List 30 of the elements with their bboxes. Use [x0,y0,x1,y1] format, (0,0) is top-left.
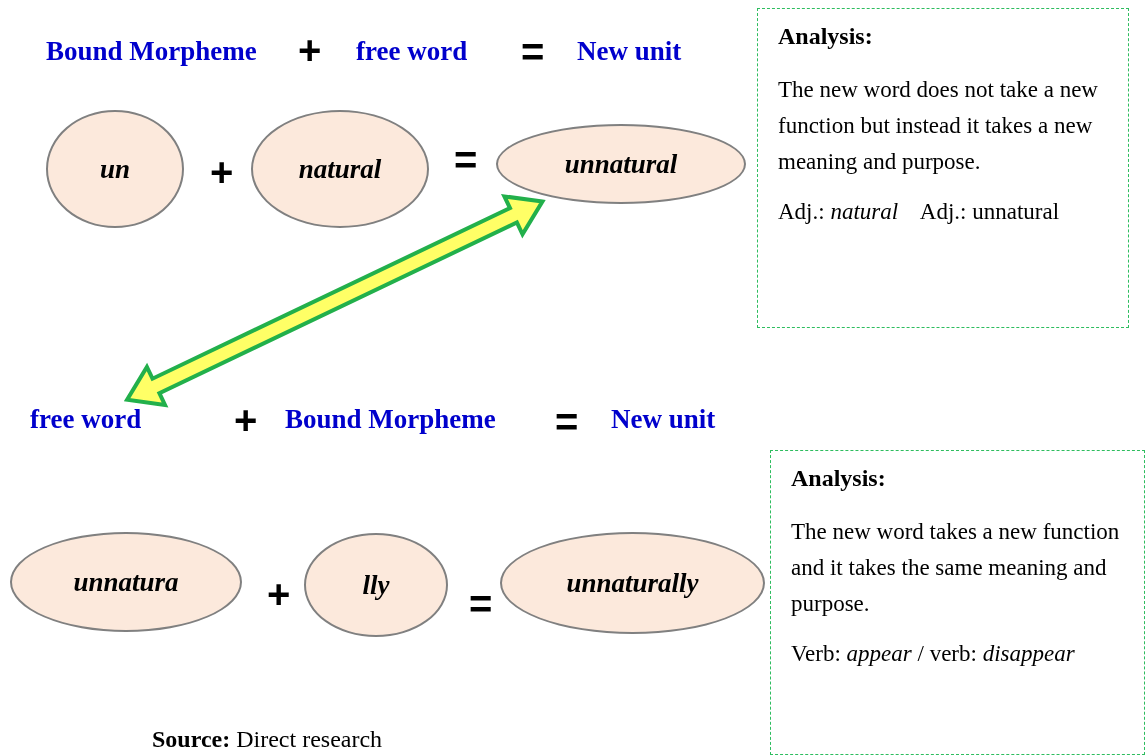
analysis-text: Verb: appear / verb: disappear [791,640,1076,668]
operator-sign: = [555,402,579,442]
formula-term: New unit [611,404,716,435]
source-note: Source: Direct research [152,726,383,753]
word-text: unnatural [564,148,678,180]
analysis-box [757,8,1129,328]
formula-term: New unit [577,36,682,67]
word-text: un [99,153,130,185]
operator-sign: + [234,400,258,440]
box-heading: Analysis: [791,465,887,492]
analysis-box [770,450,1145,755]
word-text: natural [298,153,382,185]
operator-sign: + [210,152,234,192]
double-arrow [123,193,546,408]
operator-sign: = [469,584,493,624]
operator-sign: = [454,140,478,180]
formula-term: Bound Morpheme [285,404,496,435]
formula-term: free word [356,36,468,67]
analysis-text: Adj.: natural Adj.: unnatural [778,198,1061,226]
analysis-text: The new word takes a new function and it takes the same meaning and purpose. [791,518,1121,618]
word-text: lly [362,569,390,601]
word-text: unnatura [73,566,179,598]
formula-term: Bound Morpheme [46,36,257,67]
formula-term: free word [30,404,142,435]
operator-sign: = [521,32,545,72]
operator-sign: + [298,30,322,70]
box-heading: Analysis: [778,23,874,50]
operator-sign: + [267,574,291,614]
analysis-text: The new word does not take a new function but instead it takes a new meaning and purpose. [778,76,1099,176]
word-text: unnaturally [566,567,699,599]
